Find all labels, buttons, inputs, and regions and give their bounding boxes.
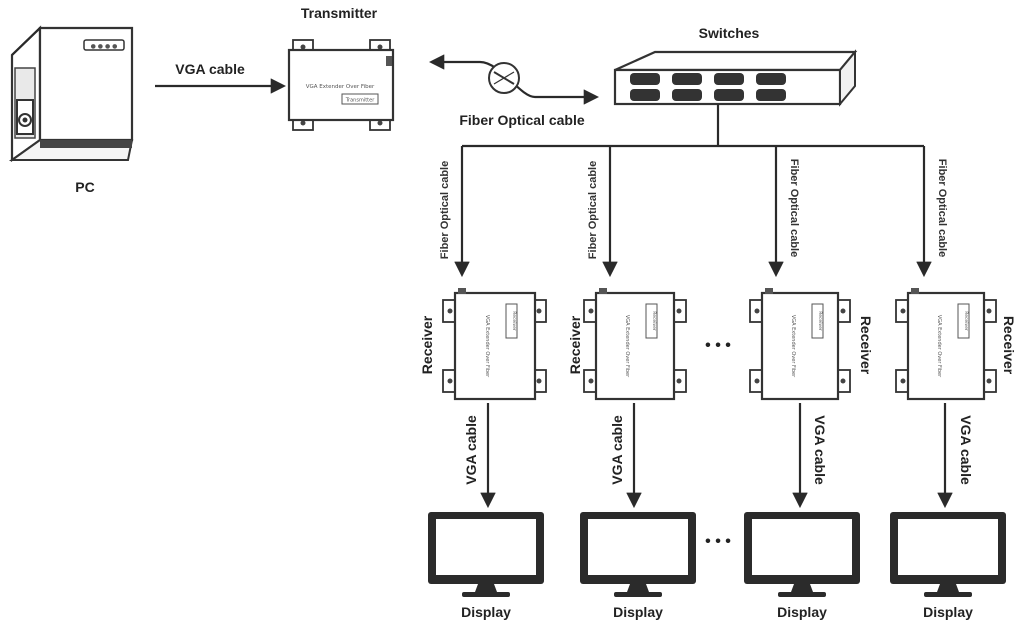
receiver-device-2: VGA Extender Over Fiber Receiver [583, 288, 687, 401]
transmitter-model-text: VGA Extender Over Fiber [306, 84, 375, 90]
display-ellipsis: • • • [705, 533, 731, 550]
fiber-label-2: Fiber Optical cable [587, 161, 599, 259]
fiber-label-top: Fiber Optical cable [459, 112, 584, 128]
pc-badge: ● ● ● ● [91, 43, 118, 50]
fiber-bus [454, 104, 932, 278]
display-label-3: Display [777, 604, 827, 620]
vga-label-3: VGA cable [812, 415, 828, 485]
display-monitor-2 [580, 512, 696, 597]
receiver-ellipsis: • • • [705, 337, 731, 354]
transmitter-device: VGA Extender Over Fiber Transmitter [287, 39, 395, 131]
display-monitor-1 [428, 512, 544, 597]
fiber-label-4: Fiber Optical cable [936, 159, 948, 257]
receiver-device-1: VGA Extender Over Fiber Receiver [442, 288, 547, 401]
fiber-label-1: Fiber Optical cable [439, 161, 451, 259]
receiver-3-badge: Receiver [817, 311, 823, 331]
receiver-label-4: Receiver [1001, 316, 1016, 375]
receiver-device-3: VGA Extender Over Fiber Receiver [749, 288, 851, 401]
vga-label-2: VGA cable [609, 415, 625, 485]
vga-label-4: VGA cable [958, 415, 974, 485]
receiver-label-1: Receiver [419, 315, 435, 374]
transmitter-badge: Transmitter [345, 98, 375, 104]
switches-label: Switches [699, 25, 760, 41]
fiber-label-3: Fiber Optical cable [788, 159, 800, 257]
receiver-4-model-text: VGA Extender Over Fiber [936, 315, 942, 378]
receiver-2-badge: Receiver [651, 311, 657, 331]
receiver-label-3: Receiver [858, 316, 874, 375]
pc-icon: ● ● ● ● [8, 25, 134, 163]
display-label-1: Display [461, 604, 511, 620]
vga-links-to-displays [480, 403, 953, 509]
display-label-4: Display [923, 604, 973, 620]
display-label-2: Display [613, 604, 663, 620]
vga-cable-label-top: VGA cable [175, 61, 245, 77]
fiber-link-transmitter-switch [428, 54, 600, 105]
pc-label: PC [75, 179, 94, 195]
receiver-label-2: Receiver [567, 315, 583, 374]
receiver-3-model-text: VGA Extender Over Fiber [790, 315, 796, 378]
receiver-4-badge: Receiver [963, 311, 969, 331]
receiver-2-model-text: VGA Extender Over Fiber [624, 315, 630, 378]
display-monitor-3 [744, 512, 860, 597]
receiver-1-badge: Receiver [511, 311, 517, 331]
vga-label-1: VGA cable [463, 415, 479, 485]
switch-device [613, 49, 858, 107]
receiver-device-4: VGA Extender Over Fiber Receiver [895, 288, 997, 401]
transmitter-label: Transmitter [301, 5, 378, 21]
receiver-1-model-text: VGA Extender Over Fiber [484, 315, 490, 378]
display-monitor-4 [890, 512, 1006, 597]
